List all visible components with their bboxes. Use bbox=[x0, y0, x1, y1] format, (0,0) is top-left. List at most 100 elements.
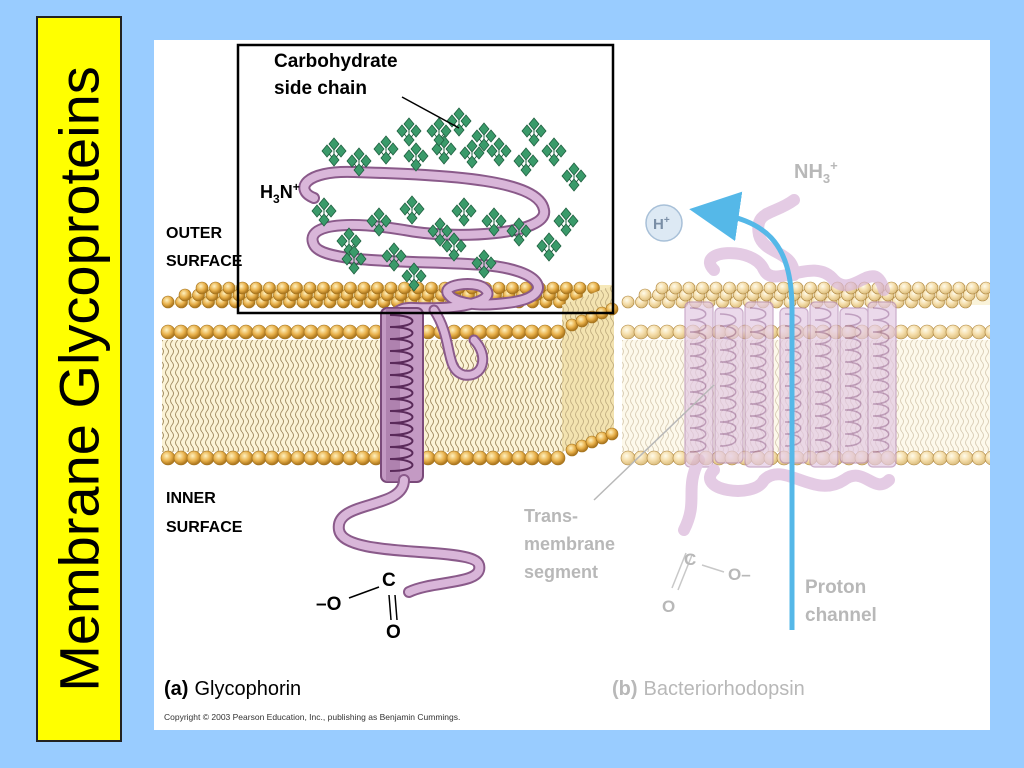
lipid-head bbox=[550, 324, 566, 340]
carbohydrate-pointer bbox=[401, 96, 460, 129]
carbohydrate-side-chains bbox=[311, 107, 587, 292]
lipid-head bbox=[696, 281, 709, 295]
sugar-cluster bbox=[536, 232, 562, 262]
sugar-cluster bbox=[486, 137, 512, 167]
lipid-head bbox=[646, 324, 662, 340]
lipid-head bbox=[160, 324, 176, 340]
lipid-head bbox=[303, 324, 319, 340]
lipid-head bbox=[199, 450, 215, 466]
lipid-head bbox=[898, 281, 912, 295]
sugar-cluster bbox=[341, 245, 367, 275]
lipid-head bbox=[537, 450, 553, 466]
lipid-head bbox=[264, 450, 280, 466]
lipid-head bbox=[186, 450, 202, 466]
lipid-head bbox=[682, 281, 696, 295]
lipid-head bbox=[638, 288, 652, 302]
lipid-head bbox=[178, 288, 192, 302]
glycophorin-protein bbox=[298, 165, 550, 598]
lipid-head bbox=[316, 450, 332, 466]
carboxyl-o-minus: –O bbox=[316, 594, 341, 615]
lipid-head bbox=[433, 450, 449, 466]
panel-b-caption: (b)Bacteriorhodopsin bbox=[612, 678, 805, 700]
b-carboxyl-bond-2 bbox=[677, 554, 693, 591]
lipid-head bbox=[763, 281, 777, 295]
sugar-cluster bbox=[521, 117, 547, 147]
lipid-head bbox=[330, 281, 344, 295]
lipid-head bbox=[225, 324, 241, 340]
lipid-head bbox=[659, 324, 675, 340]
lipid-head bbox=[605, 427, 619, 441]
lipid-head bbox=[979, 281, 990, 295]
lipid-head bbox=[633, 324, 649, 340]
lipid-head bbox=[939, 281, 952, 295]
lipid-head bbox=[550, 450, 566, 466]
lipid-head bbox=[277, 450, 293, 466]
lipid-head bbox=[238, 324, 254, 340]
slide-title: Membrane Glycoproteins bbox=[47, 66, 111, 692]
lipid-head bbox=[971, 450, 987, 466]
lipid-head bbox=[425, 281, 438, 295]
copyright-notice: Copyright © 2003 Pearson Education, Inc.… bbox=[164, 712, 460, 722]
lipid-head bbox=[750, 281, 763, 295]
carboxyl-c: C bbox=[382, 570, 396, 591]
lipid-head bbox=[958, 450, 974, 466]
lipid-head bbox=[485, 324, 501, 340]
sugar-cluster bbox=[399, 195, 425, 225]
sugar-cluster bbox=[366, 207, 392, 237]
lipid-head bbox=[621, 295, 635, 309]
lipid-head bbox=[251, 450, 267, 466]
lipid-head bbox=[329, 324, 345, 340]
lipid-head bbox=[966, 281, 979, 295]
lipid-head bbox=[984, 324, 990, 340]
lipid-head bbox=[511, 450, 527, 466]
lipid-head bbox=[342, 324, 358, 340]
lipid-head bbox=[498, 450, 514, 466]
lipid-head bbox=[537, 324, 553, 340]
lipid-head bbox=[984, 450, 990, 466]
lipid-head bbox=[209, 281, 222, 295]
lipid-head bbox=[317, 281, 330, 295]
lipid-head bbox=[186, 324, 202, 340]
lipid-head bbox=[472, 450, 488, 466]
lipid-head bbox=[329, 450, 345, 466]
lipid-head bbox=[459, 450, 475, 466]
transmembrane-helix bbox=[867, 301, 897, 468]
lipid-head bbox=[485, 450, 501, 466]
b-carboxyl-o: O bbox=[662, 597, 675, 616]
helix-coil bbox=[689, 307, 707, 453]
h-plus-ion bbox=[645, 204, 683, 242]
b-carboxyl-bond-3 bbox=[701, 564, 725, 573]
lipid-head bbox=[620, 324, 636, 340]
sugar-cluster bbox=[451, 197, 477, 227]
lipid-head bbox=[357, 281, 371, 295]
lipid-head bbox=[344, 281, 357, 295]
lipid-head bbox=[173, 450, 189, 466]
lipid-head bbox=[906, 450, 922, 466]
lipid-head bbox=[160, 450, 176, 466]
inner-surface-label-2: SURFACE bbox=[166, 519, 243, 536]
lipid-head bbox=[249, 281, 263, 295]
lipid-head bbox=[659, 450, 675, 466]
lipid-head bbox=[646, 450, 662, 466]
lipid-head bbox=[524, 450, 540, 466]
lipid-head bbox=[932, 324, 948, 340]
lipid-head bbox=[290, 281, 303, 295]
lipid-head bbox=[945, 324, 961, 340]
helix-coil bbox=[872, 307, 890, 453]
lipid-head bbox=[736, 281, 750, 295]
sugar-cluster bbox=[471, 249, 497, 279]
membrane-figure: Carbohydrate side chain H3N+ OUTER SURFA… bbox=[154, 40, 990, 730]
lipid-head bbox=[316, 324, 332, 340]
helix-coil bbox=[844, 313, 862, 447]
transmembrane-label-2: membrane bbox=[524, 534, 615, 554]
lipid-head bbox=[952, 281, 966, 295]
lipid-head bbox=[498, 324, 514, 340]
lipid-head bbox=[355, 450, 371, 466]
b-carboxyl-c: C bbox=[684, 550, 696, 569]
lipid-head bbox=[225, 450, 241, 466]
sugar-cluster bbox=[459, 139, 485, 169]
carbohydrate-label-2: side chain bbox=[274, 78, 367, 99]
sugar-cluster bbox=[506, 217, 532, 247]
nh3-label: NH3+ bbox=[794, 158, 838, 186]
sugar-cluster bbox=[561, 162, 587, 192]
